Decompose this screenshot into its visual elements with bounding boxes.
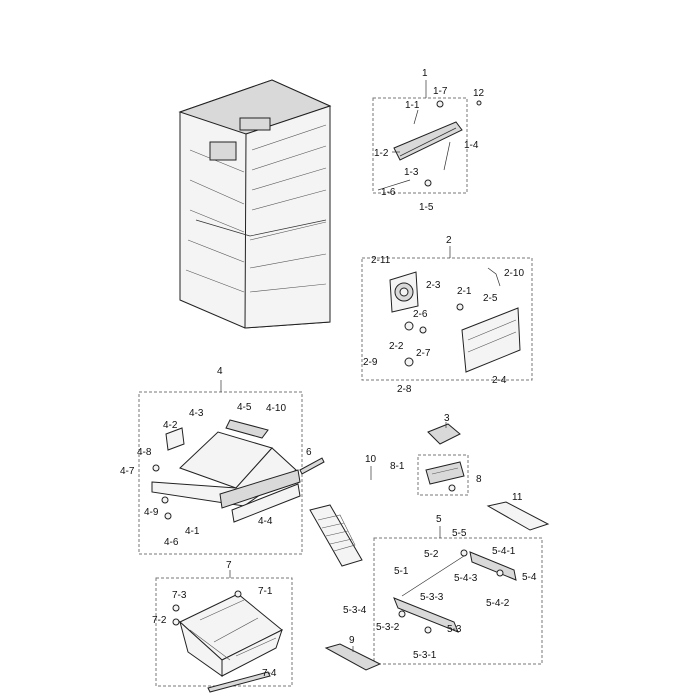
label-8: 8 [476,474,482,485]
label-1-5: 1-5 [419,202,434,213]
label-1-6: 1-6 [381,187,396,198]
label-2-1: 2-1 [457,286,472,297]
label-4-8: 4-8 [137,447,152,458]
label-2-5: 2-5 [483,293,498,304]
label-5-2: 5-2 [424,549,439,560]
label-2: 2 [446,235,452,246]
group-11-part [486,501,550,531]
label-4-10: 4-10 [266,403,286,414]
label-5-3: 5-3 [447,624,462,635]
label-5-3-3: 5-3-3 [420,592,444,603]
group-8-parts [425,461,465,492]
label-9: 9 [349,635,355,646]
label-3: 3 [444,413,450,424]
label-7-1: 7-1 [258,586,273,597]
label-4: 4 [217,366,223,377]
label-7-3: 7-3 [172,590,187,601]
label-5-4-3: 5-4-3 [454,573,478,584]
filter-cover [309,504,363,567]
label-1-4: 1-4 [464,140,479,151]
group-5-parts [393,526,517,634]
label-2-6: 2-6 [413,309,428,320]
label-4-2: 4-2 [163,420,178,431]
label-7-2: 7-2 [152,615,167,626]
group-4-parts [151,380,301,523]
label-10: 10 [365,454,377,465]
label-5-3-2: 5-3-2 [376,622,400,633]
group-2-parts [389,246,521,373]
label-5-1: 5-1 [394,566,409,577]
label-4-1: 4-1 [185,526,200,537]
label-12: 12 [473,88,485,99]
refrigerator-cabinet [178,79,332,329]
label-2-3: 2-3 [426,280,441,291]
label-5-4-2: 5-4-2 [486,598,510,609]
label-1: 1 [422,68,428,79]
label-4-6: 4-6 [164,537,179,548]
label-1-1: 1-1 [405,100,420,111]
label-4-5: 4-5 [237,402,252,413]
label-2-7: 2-7 [416,348,431,359]
label-8-1: 8-1 [390,461,405,472]
label-2-9: 2-9 [363,357,378,368]
label-2-10: 2-10 [504,268,524,279]
label-2-11: 2-11 [371,255,391,266]
group-2-box [361,257,533,381]
label-7-4: 7-4 [262,668,277,679]
label-4-3: 4-3 [189,408,204,419]
label-4-9: 4-9 [144,507,159,518]
label-2-4: 2-4 [492,375,507,386]
label-2-8: 2-8 [397,384,412,395]
label-1-2: 1-2 [374,148,389,159]
label-5-4-1: 5-4-1 [492,546,516,557]
group-3-part [427,422,461,445]
label-4-4: 4-4 [258,516,273,527]
group-4-box [138,391,303,555]
group-7-parts [172,570,283,693]
group-8-box [417,454,469,496]
label-6: 6 [306,447,312,458]
label-5-4: 5-4 [522,572,537,583]
label-5-3-4: 5-3-4 [343,605,367,616]
label-4-7: 4-7 [120,466,135,477]
label-5-3-1: 5-3-1 [413,650,437,661]
group-1-box [372,97,468,194]
label-5-5: 5-5 [452,528,467,539]
group-5-box [373,537,543,665]
label-1-3: 1-3 [404,167,419,178]
label-1-7: 1-7 [433,86,448,97]
group-1-parts [377,80,482,191]
group-6-part [299,457,325,475]
label-2-2: 2-2 [389,341,404,352]
label-11: 11 [512,492,523,503]
group-9-part [324,643,382,671]
label-5: 5 [436,514,442,525]
label-7: 7 [226,560,232,571]
